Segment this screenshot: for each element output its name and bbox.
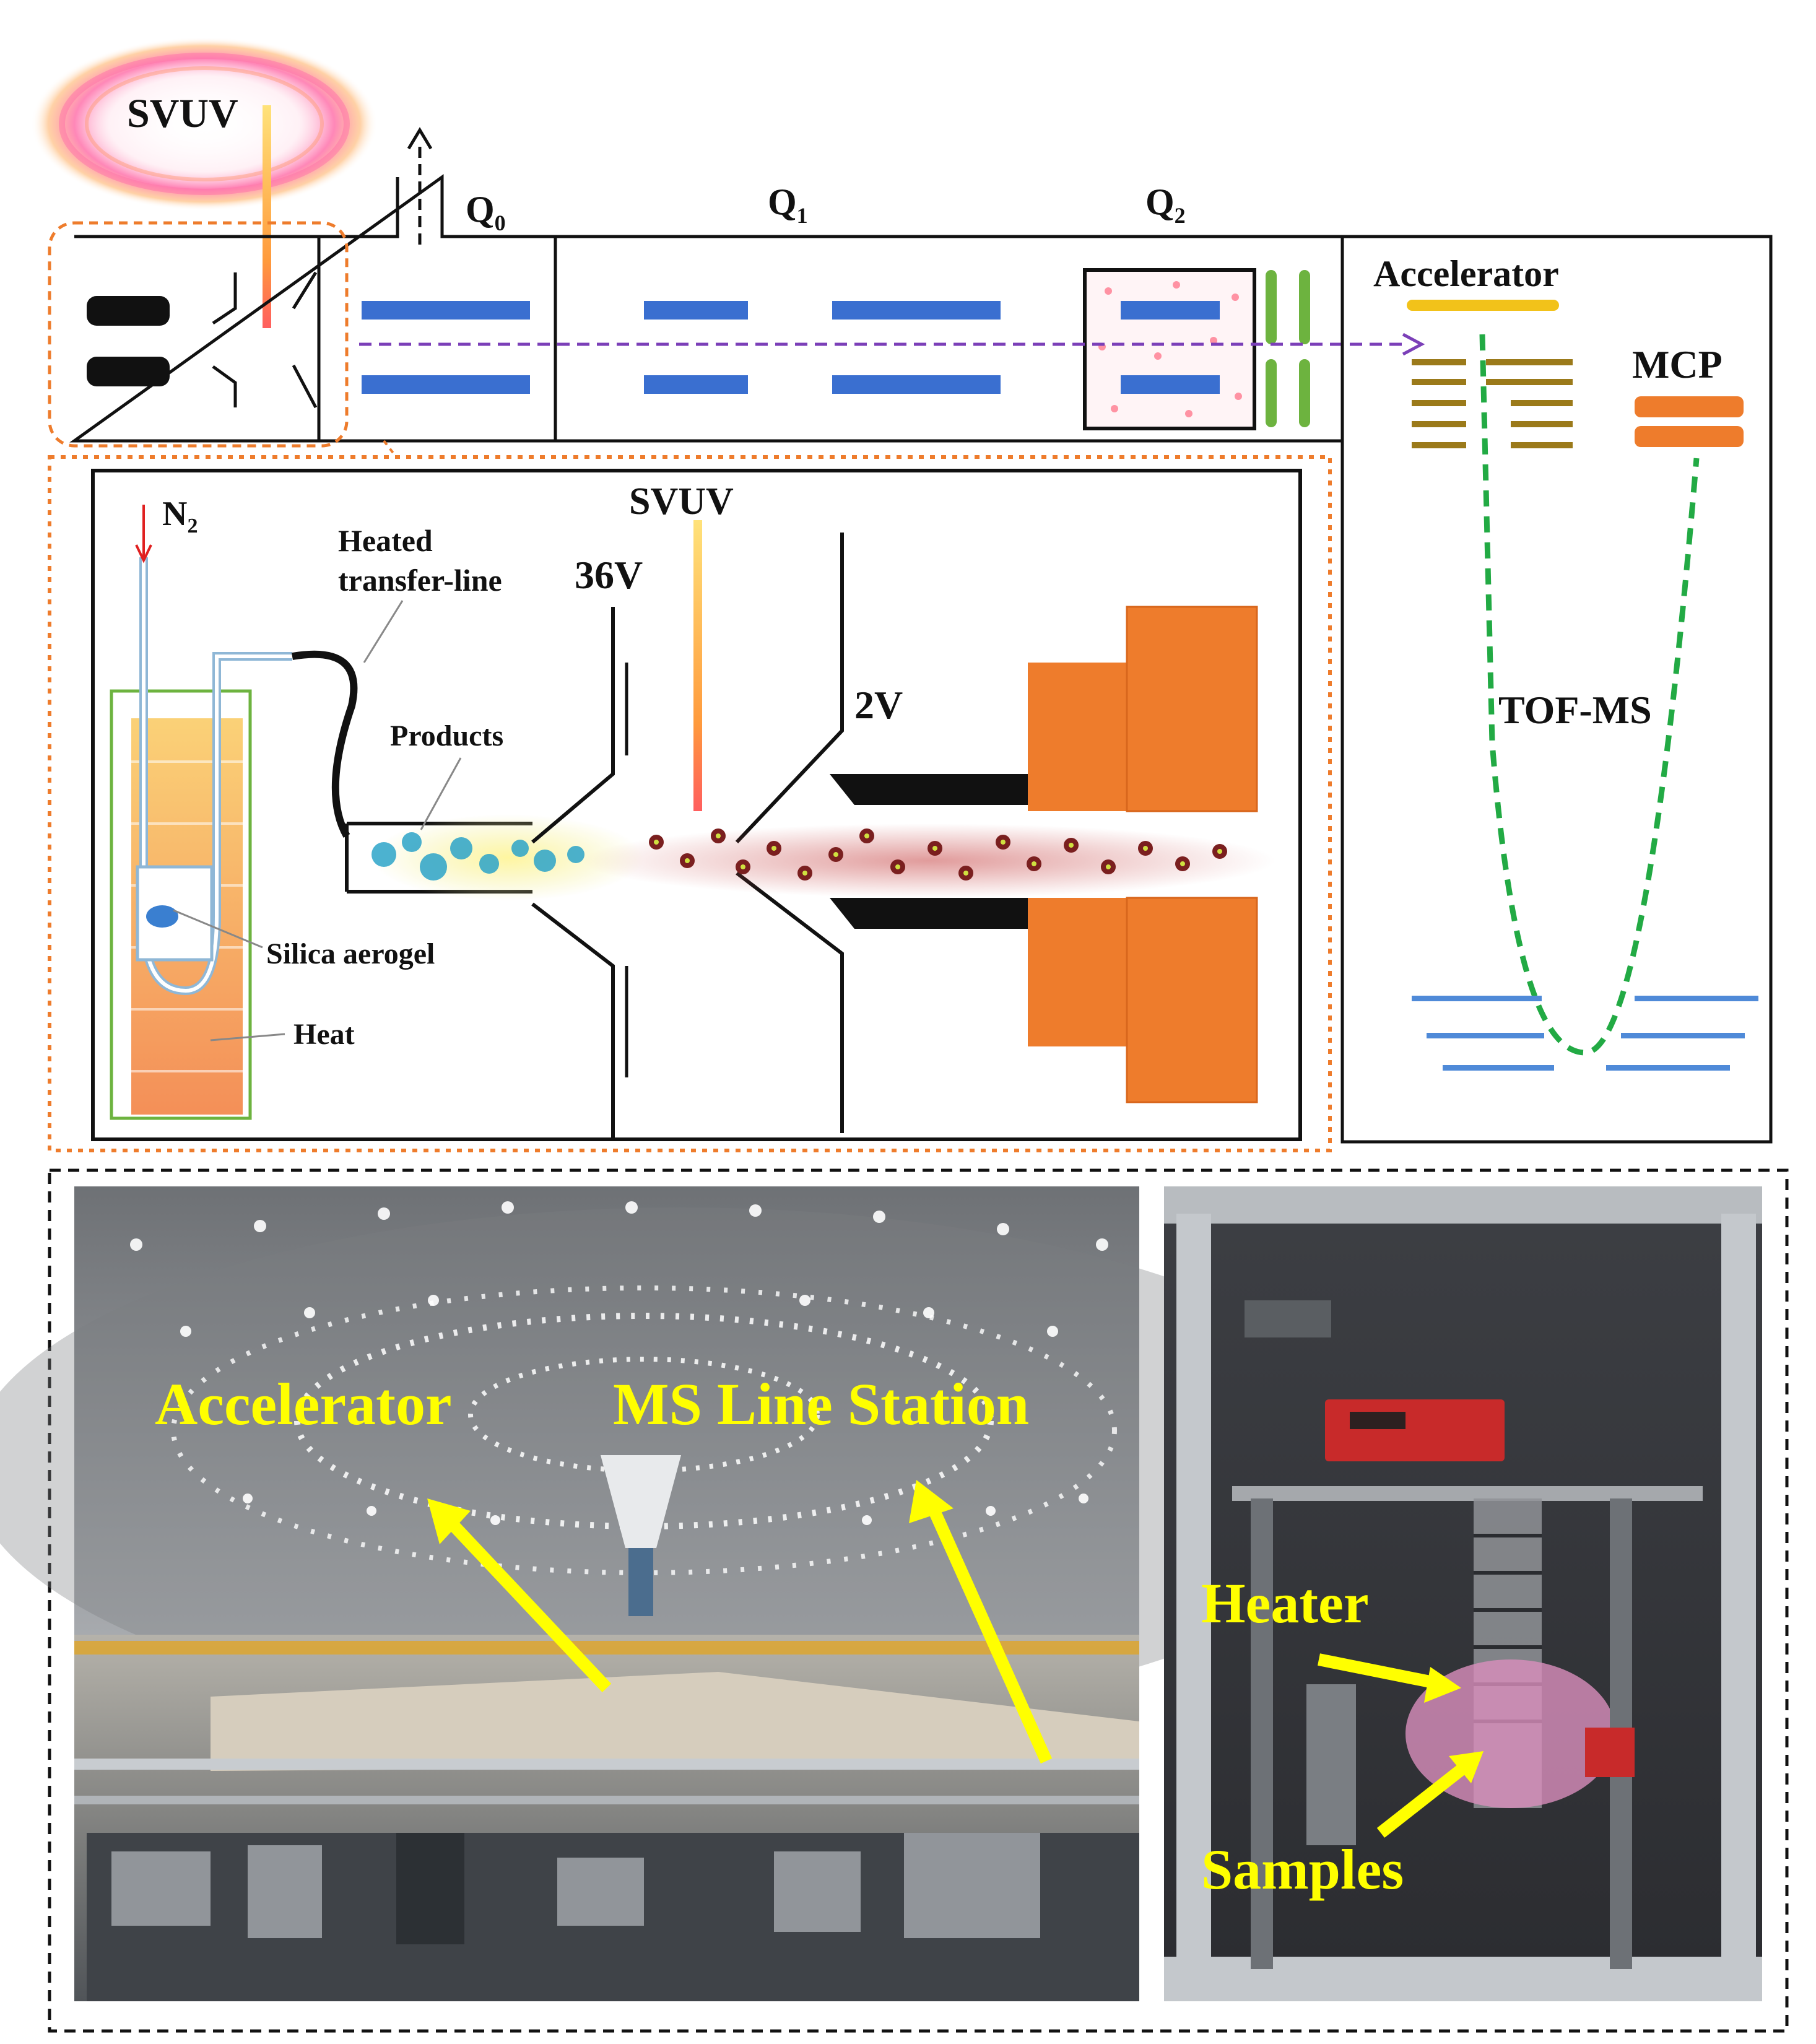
svuv-source-label: SVUV [127, 91, 238, 136]
heated-transfer-line [291, 650, 358, 838]
mcp-label: MCP [1632, 342, 1723, 386]
orange-block-1 [1028, 663, 1139, 811]
inset-panel [91, 469, 1302, 1141]
tof-ms-label: TOF-MS [1498, 688, 1652, 732]
inset-svuv-label: SVUV [629, 481, 734, 523]
skimmer-36v [531, 607, 615, 1139]
voltage-2v-label: 2V [854, 683, 903, 727]
heated-line-label-2: transfer-line [338, 563, 502, 598]
accelerator-arrow [440, 1511, 612, 1692]
products-label: Products [390, 720, 503, 752]
ceiling-cone [601, 1455, 681, 1548]
orange-block-4 [1126, 897, 1258, 1103]
n2-label: N2 [162, 495, 198, 537]
tof-accelerator-label: Accelerator [1373, 253, 1559, 294]
heated-line-label-1: Heated [338, 523, 433, 558]
inset-callout-box [48, 221, 349, 448]
heater-arrow [1318, 1653, 1444, 1690]
tof-ms-chamber [1340, 235, 1773, 1144]
photo-accelerator-label: Accelerator [155, 1371, 452, 1437]
product-plume [371, 814, 644, 901]
ceiling-lights [130, 1201, 1108, 1525]
station-arrow [923, 1495, 1053, 1764]
lens-black-bottom [830, 898, 1028, 929]
q0-label: Q0 [466, 189, 506, 235]
q2-label: Q2 [1145, 181, 1186, 228]
ion-flight-path [1479, 334, 1700, 1056]
samples-arrow [1376, 1760, 1472, 1838]
inset-svuv-beam [693, 520, 702, 811]
quadrupole-rods [362, 301, 1220, 394]
tof-acceleration-grids [1412, 359, 1573, 448]
source-skimmer [212, 271, 318, 409]
source-electrode-bottom [87, 357, 170, 386]
synchrotron-ring-icon [31, 37, 378, 211]
silica-aerogel-sample [146, 905, 178, 928]
photo-heater-label: Heater [1201, 1572, 1369, 1635]
apparatus-photo [1164, 1186, 1762, 2001]
lens-black-top [830, 774, 1028, 805]
ion-lens-green [1266, 270, 1310, 427]
accelerator-plate [1407, 300, 1559, 311]
svuv-beam [263, 105, 271, 328]
inset-dotted-frame [48, 455, 1332, 1152]
ion-cloud [582, 824, 1275, 898]
product-particles [371, 832, 584, 881]
q1-label: Q1 [768, 181, 808, 228]
photo-panel-frame [48, 1168, 1789, 2033]
voltage-36v-label: 36V [575, 553, 643, 597]
silica-aerogel-label: Silica aerogel [266, 937, 435, 970]
orange-block-3 [1028, 898, 1139, 1046]
collision-cell [1083, 268, 1256, 430]
mcp-plate-bottom [1635, 426, 1744, 447]
extraction-plate-2v [735, 533, 844, 1133]
source-electrode-top [87, 296, 170, 326]
photo-samples-label: Samples [1201, 1838, 1404, 1901]
photo-station-label: MS Line Station [613, 1371, 1029, 1437]
orange-block-2 [1126, 606, 1258, 812]
red-controller [1325, 1399, 1505, 1461]
mcp-plate-top [1635, 396, 1744, 417]
facility-photo [0, 1186, 1393, 2001]
reflectron-plates [1412, 996, 1758, 1071]
ion-plus-marks [654, 833, 1222, 876]
collision-gas [1098, 281, 1242, 417]
heater-column [110, 689, 252, 1120]
shielding-wall [211, 1672, 1139, 1771]
heat-label: Heat [293, 1018, 355, 1051]
